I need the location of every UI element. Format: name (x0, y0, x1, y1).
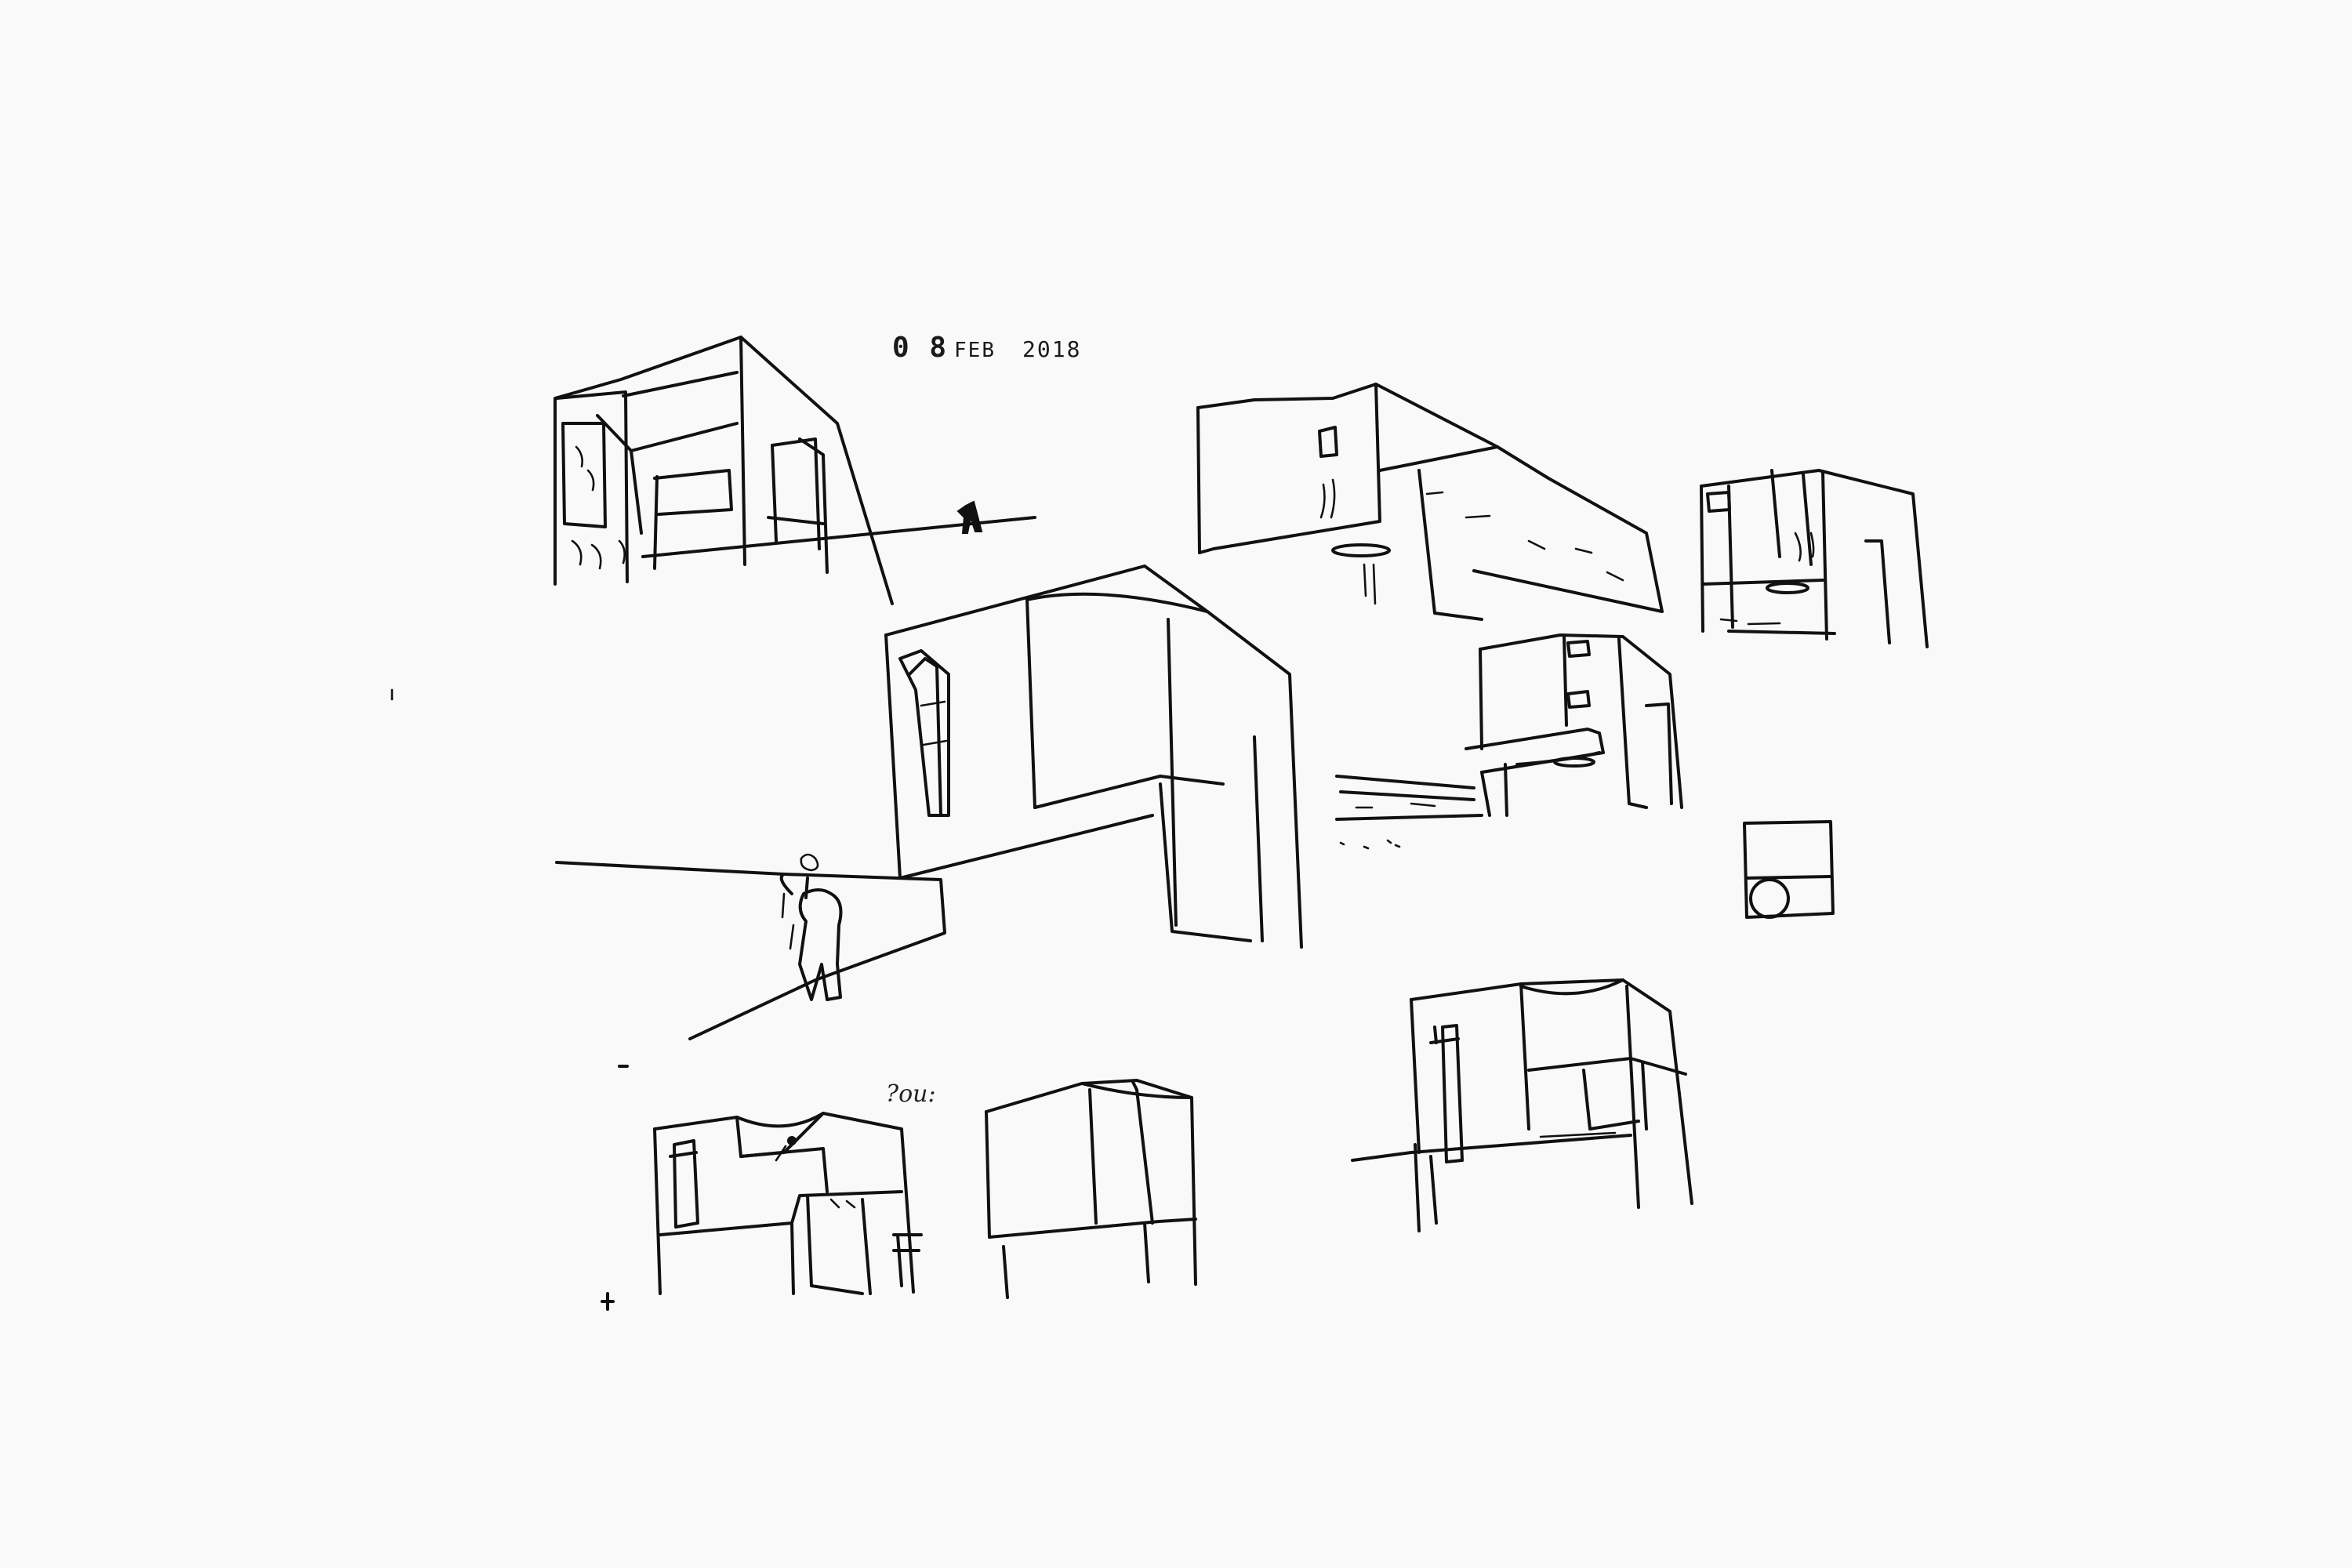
sketch-bottom-right-house (1351, 978, 1693, 1232)
sketch-central-building (555, 564, 1303, 1040)
stamp-year: 2018 (1022, 336, 1082, 362)
sketch-bottom-middle-frame (985, 1079, 1197, 1299)
sketch-top-left-house (554, 336, 1036, 605)
sketch-top-right-cube (1700, 469, 1929, 648)
sketch-top-middle-cantilever (1196, 383, 1664, 621)
stamp-day: 0 8 (892, 332, 949, 364)
sketch-middle-right-house (1335, 633, 1683, 850)
stray-mark (1339, 839, 1392, 846)
stamp-month: FEB (954, 339, 996, 362)
sketch-bottom-left-house (601, 1065, 923, 1311)
sketch-square-circle (1743, 820, 1835, 919)
handwritten-note: ?ou: (886, 1080, 936, 1108)
